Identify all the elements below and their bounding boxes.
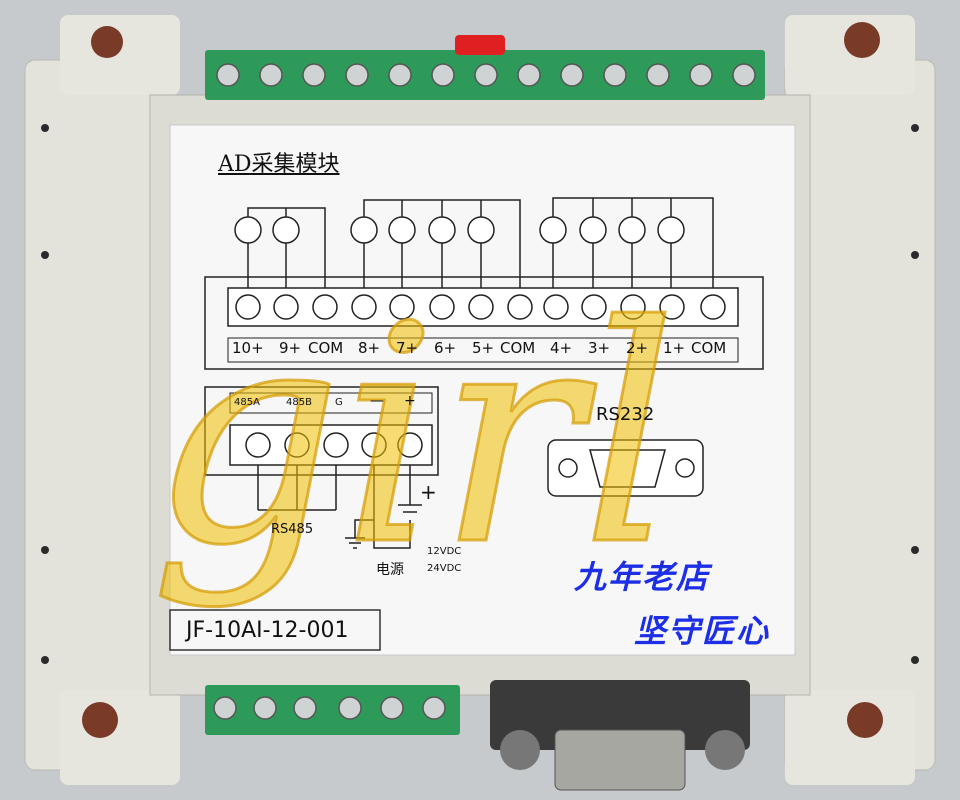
rs485-pin-plus: + <box>404 393 416 409</box>
terminal-label: 6+ <box>434 339 457 357</box>
shop-slogan-line-2: 坚守匠心 <box>634 612 771 650</box>
diagram-screws <box>235 294 726 320</box>
module-title: AD采集模块 <box>218 152 340 177</box>
housing-right-ear-bottom <box>785 690 915 785</box>
terminal-label: COM <box>691 339 727 357</box>
terminal-label: 5+ <box>472 339 495 357</box>
mount-hole <box>91 26 123 58</box>
terminal-label: COM <box>308 339 344 357</box>
mount-hole <box>844 22 880 58</box>
terminal-label: 3+ <box>588 339 611 357</box>
shop-slogan-line-1: 九年老店 <box>574 558 711 596</box>
rs485-pin-b: 485B <box>286 397 312 408</box>
voltage-12: 12VDC <box>427 546 462 557</box>
rs485-label: RS485 <box>271 522 314 537</box>
terminal-label: 7+ <box>396 339 419 357</box>
mount-hole <box>847 702 883 738</box>
terminal-label: 10+ <box>232 339 264 357</box>
rs485-pin-g: G <box>335 397 343 408</box>
terminal-label: 1+ <box>663 339 686 357</box>
db9-connector <box>490 680 750 750</box>
housing-left-ear <box>60 15 180 95</box>
power-plus-sign: + <box>420 480 437 504</box>
power-label: 电源 <box>376 562 404 578</box>
model-number: JF-10AI-12-001 <box>186 618 349 643</box>
terminal-label: 4+ <box>550 339 573 357</box>
diagram-terminal-outline <box>204 276 764 370</box>
rs232-label: RS232 <box>596 404 655 425</box>
rs485-pin-a: 485A <box>234 397 260 408</box>
housing-left-ear-bottom <box>60 690 180 785</box>
terminal-label: 2+ <box>626 339 649 357</box>
voltage-24: 24VDC <box>427 563 462 574</box>
terminal-label: 8+ <box>358 339 381 357</box>
mount-hole <box>82 702 118 738</box>
top-screws <box>216 63 756 87</box>
watermark-text: girl <box>150 262 677 611</box>
terminal-label: 9+ <box>279 339 302 357</box>
label-sticker <box>169 124 796 656</box>
indicator-led <box>455 35 505 55</box>
bottom-terminal-block <box>205 685 460 735</box>
rs485-pin-minus: — <box>370 393 384 409</box>
terminal-label: COM <box>500 339 536 357</box>
housing-right-ear <box>785 15 915 95</box>
